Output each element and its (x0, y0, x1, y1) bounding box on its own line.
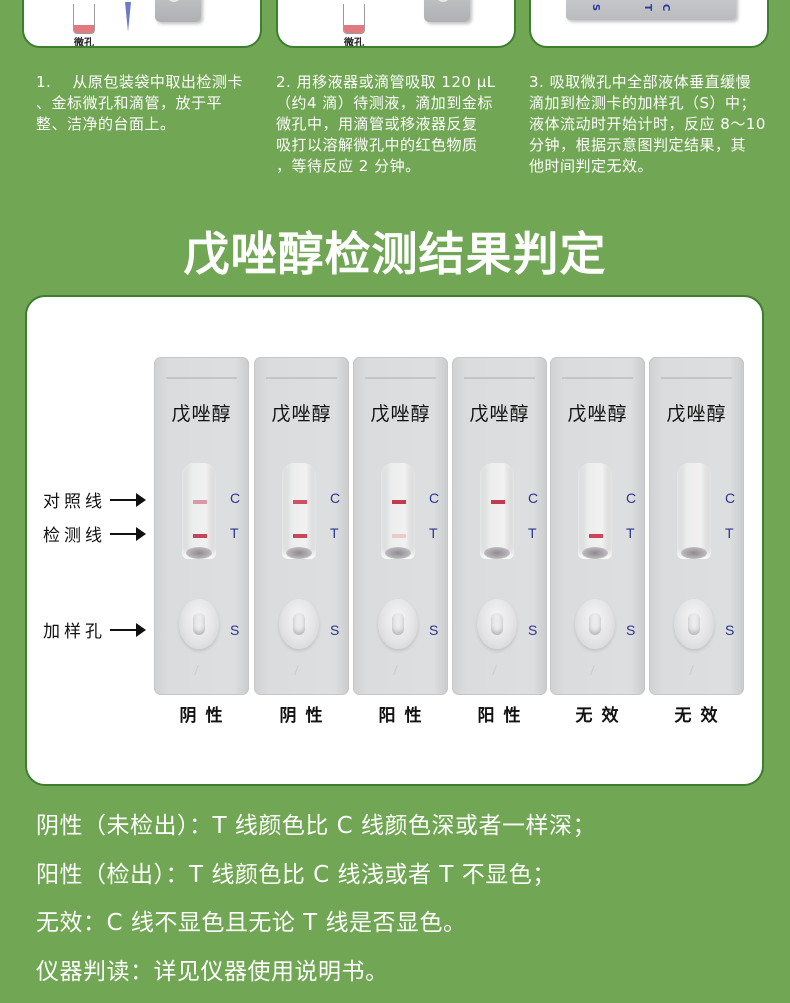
test-line (293, 534, 307, 538)
test-line (392, 534, 406, 538)
step-3-text: 3. 吸取微孔中全部液体垂直缓慢滴加到检测卡的加样孔（S）中；液体流动时开始计时… (529, 73, 766, 175)
result-label: 阴性 (279, 706, 332, 726)
test-cassette: 戊唑醇 C T S (550, 357, 645, 695)
dropper-icon (125, 2, 131, 32)
sample-well (674, 599, 714, 649)
result-label: 无效 (575, 706, 628, 726)
result-diagram-card: 对照线 检测线 加样孔 戊唑醇 C T S 阴性 戊唑醇 C T S 阴性 戊唑醇 C T S 阳性 戊唑醇 C… (25, 295, 764, 786)
microwell-label: 微孔 (344, 38, 364, 48)
microwell-label: 微孔 (74, 38, 94, 48)
result-label: 阴性 (179, 706, 232, 726)
result-label: 阳性 (378, 706, 431, 726)
test-line (193, 534, 207, 538)
result-window (578, 463, 612, 559)
step-1-text: 1. 从原包装袋中取出检测卡、金标微孔和滴管，放于平整、洁净的台面上。 (36, 73, 243, 133)
step-2-text: 2. 用移液器或滴管吸取 120 μL（约4 滴）待测液，滴加到金标微孔中，用滴… (276, 73, 496, 175)
legend-invalid: 无效：C 线不显色且无论 T 线是否显色。 (36, 910, 467, 936)
test-card-icon: S (155, 0, 201, 22)
c-label: C (528, 490, 539, 506)
t-label: T (330, 525, 339, 541)
legend-negative: 阴性（未检出）：T 线颜色比 C 线颜色深或者一样深； (36, 813, 597, 839)
control-line (293, 500, 307, 504)
result-window (677, 463, 711, 559)
sample-well (279, 599, 319, 649)
c-label: C (725, 490, 736, 506)
cassette-name: 戊唑醇 (171, 403, 232, 425)
s-label: S (626, 622, 636, 638)
s-label: S (528, 622, 538, 638)
s-label: S (230, 622, 240, 638)
microwell-icon (73, 4, 95, 34)
test-cassette: 戊唑醇 C T S (254, 357, 349, 695)
callout-control-line: 对照线 (43, 487, 146, 512)
legend-instrument: 仪器判读：详见仪器使用说明书。 (36, 959, 389, 985)
cassette-name: 戊唑醇 (469, 403, 530, 425)
test-line (589, 534, 603, 538)
c-label: C (429, 490, 440, 506)
result-label: 阳性 (477, 706, 530, 726)
page-title: 戊唑醇检测结果判定 (183, 227, 607, 281)
c-label: C (230, 490, 241, 506)
s-label: S (429, 622, 439, 638)
t-label: T (725, 525, 734, 541)
t-label: T (626, 525, 635, 541)
callout-test-line: 检测线 (43, 521, 146, 546)
test-card-horizontal-icon: S T C (566, 0, 736, 20)
sample-well (477, 599, 517, 649)
s-label: S (330, 622, 340, 638)
sample-well (179, 599, 219, 649)
arrow-right-icon (110, 526, 146, 541)
arrow-right-icon (110, 622, 146, 637)
step-2-image-card: 微孔 S (276, 0, 516, 48)
c-label: C (330, 490, 341, 506)
sample-well (575, 599, 615, 649)
legend-positive: 阳性（检出）：T 线颜色比 C 线浅或者 T 不显色； (36, 862, 556, 888)
result-window (282, 463, 316, 559)
arrow-right-icon (110, 492, 146, 507)
cassette-name: 戊唑醇 (567, 403, 628, 425)
test-cassette: 戊唑醇 C T S (452, 357, 547, 695)
step-1-image-card: 微孔 S (22, 0, 262, 48)
test-cassette: 戊唑醇 C T S (353, 357, 448, 695)
test-cassette: 戊唑醇 C T S (154, 357, 249, 695)
control-line (491, 500, 505, 504)
control-line (193, 500, 207, 504)
cassette-name: 戊唑醇 (666, 403, 727, 425)
step-3-image-card: S T C (529, 0, 769, 48)
t-label: T (230, 525, 239, 541)
result-window (480, 463, 514, 559)
result-label: 无效 (674, 706, 727, 726)
cassette-name: 戊唑醇 (370, 403, 431, 425)
sample-well (378, 599, 418, 649)
t-label: T (528, 525, 537, 541)
c-label: C (626, 490, 637, 506)
control-line (392, 500, 406, 504)
microwell-icon (343, 4, 365, 34)
test-cassette: 戊唑醇 C T S (649, 357, 744, 695)
s-label: S (725, 622, 735, 638)
result-window (182, 463, 216, 559)
t-label: T (429, 525, 438, 541)
callout-sample-well: 加样孔 (43, 617, 146, 642)
test-card-icon: S (424, 0, 470, 22)
result-window (381, 463, 415, 559)
cassette-name: 戊唑醇 (271, 403, 332, 425)
